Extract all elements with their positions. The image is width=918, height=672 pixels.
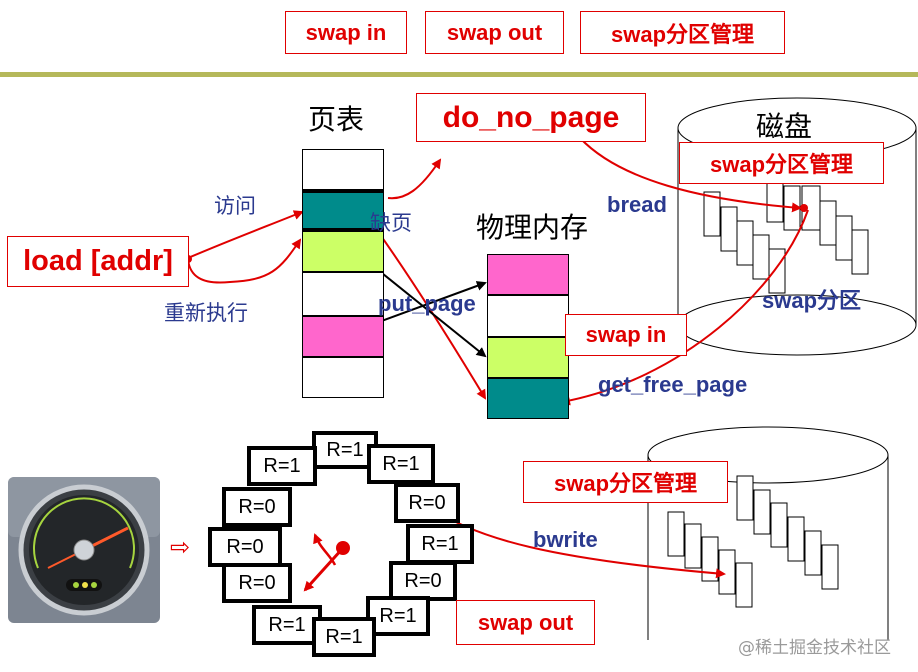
fault-label: 缺页 bbox=[370, 211, 412, 235]
clock-entry: R=0 bbox=[222, 487, 292, 527]
put-page-label: put_page bbox=[378, 291, 476, 316]
disk-title: 磁盘 bbox=[756, 110, 813, 143]
phys-frame-teal bbox=[487, 378, 569, 419]
phys-frame bbox=[487, 295, 569, 337]
visit-label: 访问 bbox=[214, 194, 256, 218]
page-table-entry-green bbox=[302, 231, 384, 272]
header-divider bbox=[0, 72, 918, 77]
swap-out-button[interactable]: swap out bbox=[425, 11, 564, 54]
page-table-entry-magenta bbox=[302, 316, 384, 357]
swap-partition-label: swap分区 bbox=[762, 288, 862, 313]
clock-entry: R=0 bbox=[222, 563, 292, 603]
swap-out-box: swap out bbox=[456, 600, 595, 645]
swap-in-button[interactable]: swap in bbox=[285, 11, 407, 54]
swap-in-box: swap in bbox=[565, 314, 687, 356]
watermark: @稀土掘金技术社区 bbox=[738, 638, 891, 658]
swap-mgmt-box-top: swap分区管理 bbox=[679, 142, 884, 184]
clock-entry: R=0 bbox=[208, 527, 282, 567]
get-free-page-label: get_free_page bbox=[598, 372, 748, 397]
phys-mem-title: 物理内存 bbox=[476, 211, 589, 244]
clock-entry: R=1 bbox=[312, 431, 378, 469]
next-arrow-icon: ⇨ bbox=[170, 533, 191, 561]
bread-label: bread bbox=[607, 192, 667, 217]
clock-entry: R=1 bbox=[312, 617, 376, 657]
page-table-entry bbox=[302, 357, 384, 398]
clock-entry: R=1 bbox=[367, 444, 435, 484]
phys-frame-green bbox=[487, 337, 569, 378]
page-table-entry bbox=[302, 272, 384, 316]
reexec-label: 重新执行 bbox=[164, 301, 248, 325]
load-addr-box: load [addr] bbox=[7, 236, 189, 287]
page-table-title: 页表 bbox=[308, 103, 365, 136]
do-no-page-box: do_no_page bbox=[416, 93, 646, 142]
disk-blocks-top bbox=[703, 177, 869, 294]
clock-entry: R=0 bbox=[394, 483, 460, 523]
speedometer-icon bbox=[8, 477, 160, 623]
disk-cylinder-top bbox=[677, 97, 917, 356]
clock-entry: R=1 bbox=[247, 446, 317, 486]
clock-entry: R=1 bbox=[406, 524, 474, 564]
bwrite-label: bwrite bbox=[533, 527, 598, 552]
page-table-entry bbox=[302, 149, 384, 190]
clock-entry: R=1 bbox=[252, 605, 322, 645]
swap-partition-mgmt-button[interactable]: swap分区管理 bbox=[580, 11, 785, 54]
page-table-entry-missing bbox=[302, 190, 384, 231]
disk-blocks-bottom bbox=[667, 475, 839, 608]
phys-frame-magenta bbox=[487, 254, 569, 295]
clock-entry: R=1 bbox=[366, 596, 430, 636]
clock-entry: R=0 bbox=[389, 561, 457, 601]
swap-mgmt-box-bottom: swap分区管理 bbox=[523, 461, 728, 503]
